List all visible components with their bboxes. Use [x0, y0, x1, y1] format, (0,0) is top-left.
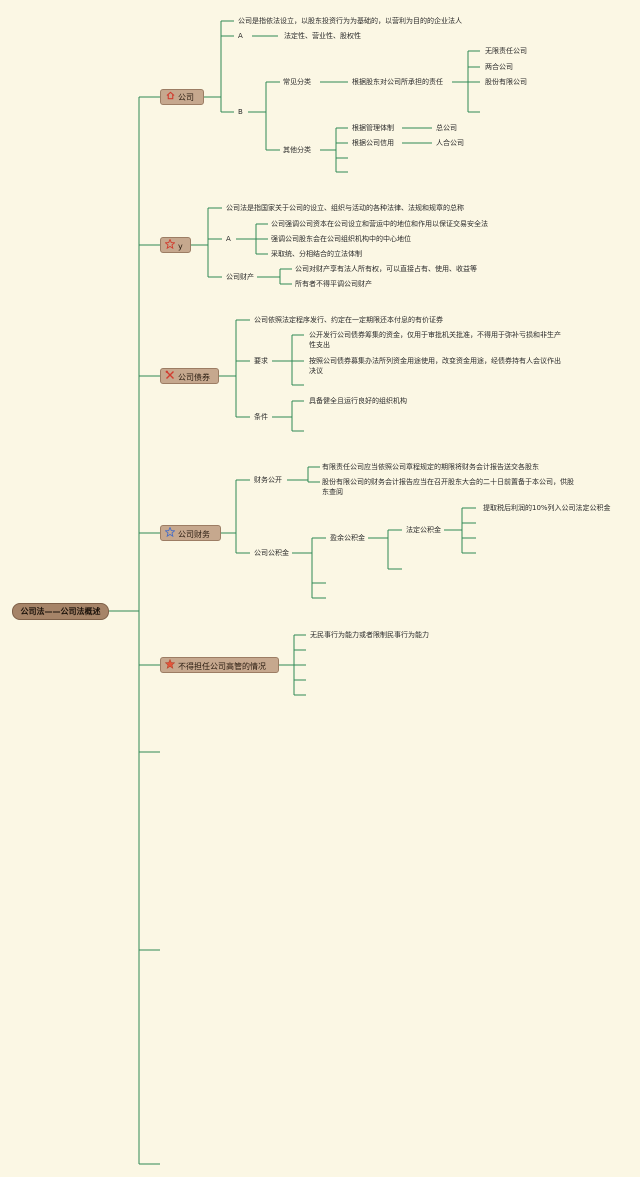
star-outline-icon: [164, 238, 176, 254]
finance-statutory-item: 提取税后利润的10%列入公司法定公积金: [483, 504, 611, 512]
company-type-item: 无限责任公司: [485, 47, 527, 55]
tools-icon: [165, 370, 175, 385]
branch-law-label: y: [178, 242, 183, 251]
bonds-cond: 条件: [254, 413, 268, 421]
finance-disclosure-item: 有限责任公司应当依照公司章程规定的期限将财务会计报告送交各股东: [322, 463, 539, 471]
bonds-req: 要求: [254, 357, 268, 365]
finance-disclosure-item: 股份有限公司的财务会计报告应当在召开股东大会的二十日前置备于本公司，供股东查阅: [322, 478, 574, 496]
law-property-item: 所有者不得平调公司财产: [295, 280, 372, 288]
company-a-label: A: [238, 32, 243, 40]
bonds-req-item: 公开发行公司债券筹集的资金，仅用于审批机关批准，不得用于弥补亏损和非生产性支出: [309, 331, 561, 349]
finance-surplus: 盈余公积金: [330, 534, 365, 542]
company-type-item: 股份有限公司: [485, 78, 527, 86]
branch-finance-label: 公司财务: [178, 530, 210, 539]
law-a-item: 采取统、分相结合的立法体制: [271, 250, 362, 258]
star-filled-icon: [164, 658, 176, 674]
law-a-item: 公司强调公司资本在公司设立和营运中的地位和作用以保证交易安全法: [271, 220, 488, 228]
star-outline-icon: [164, 526, 176, 542]
company-definition: 公司是指依法设立，以股东投资行为为基础的，以营利为目的的企业法人: [238, 17, 462, 25]
branch-company-label: 公司: [178, 93, 194, 102]
branch-bonds-label: 公司债券: [178, 373, 210, 382]
bonds-definition: 公司依照法定程序发行、约定在一定期限还本付息的有价证券: [254, 316, 443, 324]
finance-statutory: 法定公积金: [406, 526, 441, 534]
company-common-basis: 根据股东对公司所承担的责任: [352, 78, 443, 86]
law-definition: 公司法是指国家关于公司的设立、组织与活动的各种法律、法规和规章的总称: [226, 204, 464, 212]
finance-disclosure: 财务公开: [254, 476, 282, 484]
law-a-item: 强调公司股东会在公司组织机构中的中心地位: [271, 235, 411, 243]
company-b-label: B: [238, 108, 243, 116]
root-node[interactable]: 公司法——公司法概述: [12, 603, 109, 620]
company-basis-credit: 根据公司信用: [352, 139, 394, 147]
branch-law[interactable]: y: [160, 237, 191, 253]
law-property: 公司财产: [226, 273, 254, 281]
home-icon: [165, 91, 175, 105]
bonds-cond-item: 具备健全且运行良好的组织机构: [309, 397, 407, 405]
bonds-req-item: 按照公司债券募集办法所列资金用途使用，改变资金用途，经债券持有人会议作出决议: [309, 357, 561, 375]
branch-exec[interactable]: 不得担任公司高管的情况: [160, 657, 279, 673]
company-credit-result: 人合公司: [436, 139, 464, 147]
branch-company[interactable]: 公司: [160, 89, 204, 105]
branch-finance[interactable]: 公司财务: [160, 525, 221, 541]
law-property-item: 公司对财产享有法人所有权，可以直接占有、使用、收益等: [295, 265, 477, 273]
finance-reserve: 公司公积金: [254, 549, 289, 557]
company-type-item: 两合公司: [485, 63, 513, 71]
branch-exec-label: 不得担任公司高管的情况: [178, 662, 266, 671]
company-a-text: 法定性、营业性、股权性: [284, 32, 361, 40]
company-other: 其他分类: [283, 146, 311, 154]
company-mgmt-result: 总公司: [436, 124, 457, 132]
exec-item: 无民事行为能力或者限制民事行为能力: [310, 631, 429, 639]
branch-bonds[interactable]: 公司债券: [160, 368, 219, 384]
company-basis-mgmt: 根据管理体制: [352, 124, 394, 132]
law-a-label: A: [226, 235, 231, 243]
company-common: 常见分类: [283, 78, 311, 86]
